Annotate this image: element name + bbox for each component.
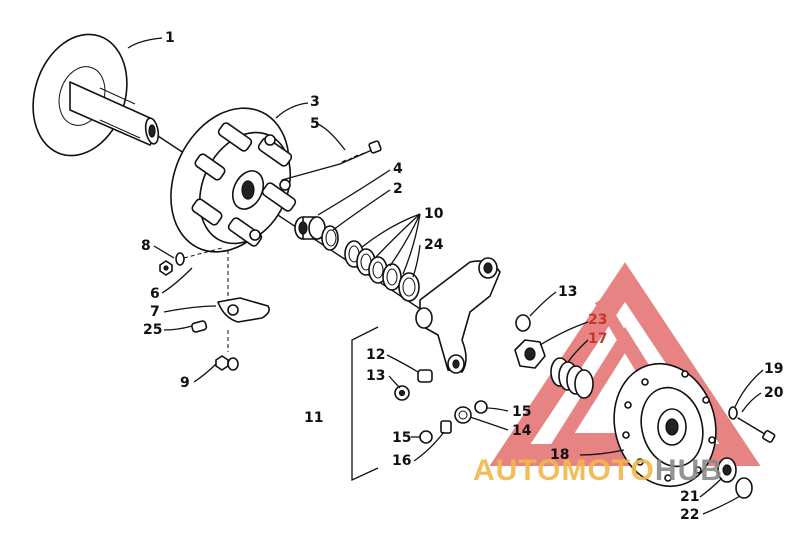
- bolt-part-20: [737, 417, 776, 443]
- callout-6: 6: [150, 286, 160, 302]
- pin-part-25: [191, 320, 208, 333]
- callout-9: 9: [180, 375, 190, 391]
- callout-13-lower: 13: [366, 368, 386, 384]
- callout-5: 5: [310, 116, 320, 132]
- bushing-part-4: [294, 216, 326, 240]
- cover-plate-part-18: [613, 362, 717, 488]
- callout-18: 18: [550, 447, 570, 463]
- callout-12: 12: [366, 347, 386, 363]
- callout-1: 1: [165, 30, 175, 46]
- bushing-part-13-upper: [515, 314, 531, 332]
- movable-sheave-part: [170, 107, 297, 253]
- callout-16: 16: [392, 453, 412, 469]
- spacer-part-16: [440, 420, 452, 434]
- callout-17: 17: [588, 331, 608, 347]
- callout-13-upper: 13: [558, 284, 578, 300]
- callout-25: 25: [143, 322, 163, 338]
- washer-part-15-left: [419, 430, 433, 444]
- callout-4: 4: [393, 161, 403, 177]
- cam-bracket-part-11: [415, 257, 501, 374]
- callout-3: 3: [310, 94, 320, 110]
- washer-part-24: [398, 272, 420, 302]
- group-bracket-11: [351, 326, 379, 482]
- cap-part-21: [717, 457, 737, 483]
- washer-stack-part-10: [344, 240, 402, 291]
- callout-10: 10: [424, 206, 444, 222]
- callout-23: 23: [588, 312, 608, 328]
- callout-24: 24: [424, 237, 444, 253]
- snap-ring-part-22: [735, 477, 753, 499]
- callout-8: 8: [141, 238, 151, 254]
- bolt-part-5: [281, 140, 382, 181]
- callout-2: 2: [393, 181, 403, 197]
- watermark-text-hub: HUB: [654, 454, 723, 487]
- ring-part-2: [321, 225, 339, 251]
- callout-15-left: 15: [392, 430, 412, 446]
- watermark-text-automoto: AUTOMOTO: [473, 454, 655, 487]
- callout-11: 11: [304, 410, 324, 426]
- callout-21: 21: [680, 489, 700, 505]
- washer-part-15-right: [474, 400, 488, 414]
- callout-15-right: 15: [512, 404, 532, 420]
- watermark-text: AUTOMOTOHUB: [473, 456, 723, 486]
- cam-arm-part-7: [217, 250, 270, 323]
- callout-20: 20: [764, 385, 784, 401]
- callout-14: 14: [512, 423, 532, 439]
- callout-22: 22: [680, 507, 700, 523]
- nut-part-8: [159, 247, 223, 276]
- callout-7: 7: [150, 304, 160, 320]
- washer-pair-part-9: [215, 330, 239, 371]
- roller-part-12: [417, 369, 433, 383]
- nut-part-23: [514, 339, 546, 369]
- callout-19: 19: [764, 361, 784, 377]
- callout-leaders: [127, 37, 764, 515]
- washer-part-19: [728, 406, 738, 420]
- roller-part-14: [454, 406, 472, 424]
- bushing-part-13-lower: [394, 385, 410, 401]
